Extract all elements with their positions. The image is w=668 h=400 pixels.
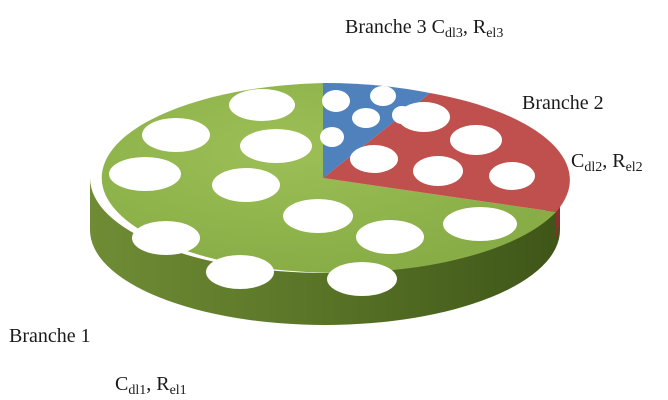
pore [283,199,353,233]
pore [443,207,517,241]
branch-3-r: Rel3 [472,16,504,41]
branch-2-params: Cdl2, Rel2 [571,150,643,175]
branch-3-label: Branche 3 Cdl3, Rel3 [345,16,504,41]
pore [132,221,200,255]
pore [212,168,280,202]
pore [413,156,463,186]
pore [240,129,312,163]
pore [489,162,535,190]
pore [142,118,210,152]
pore [392,106,412,124]
branch-3-pores [320,86,412,147]
pore [370,86,396,106]
pore [322,90,350,112]
pore [350,145,398,173]
branch-1-name: Branche 1 [9,325,91,347]
branch-1-params: Cdl1, Rel1 [115,373,187,398]
pore [229,89,295,121]
branch-1-pores [109,89,517,296]
pore [206,255,274,289]
pore [356,220,424,254]
pore [398,102,450,132]
pore [327,262,397,296]
branch-2-pores [350,102,535,190]
pore [320,127,344,147]
pore [450,125,502,155]
branch-3-name: Branche 3 [345,16,427,38]
disc-side-wall [90,178,560,325]
pore [109,157,181,191]
branch-2-name: Branche 2 [522,92,604,114]
pore [352,108,380,128]
branch-3-c: Cdl3 [431,16,463,41]
branch-1-sector [101,83,556,273]
